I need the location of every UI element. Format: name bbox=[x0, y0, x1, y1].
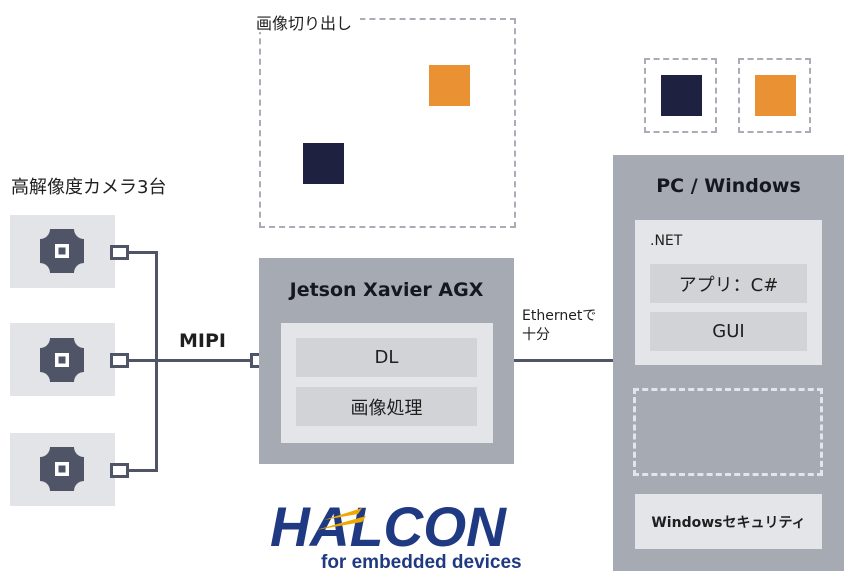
crop-label: 画像切り出し bbox=[256, 14, 353, 33]
wire-mipi bbox=[155, 359, 253, 362]
camera-icon bbox=[40, 229, 84, 273]
halcon-subtitle: for embedded devices bbox=[321, 552, 522, 573]
cameras-title: 高解像度カメラ3台 bbox=[11, 177, 167, 198]
halcon-logo: HALCON bbox=[270, 500, 508, 552]
ethernet-label-line1: Ethernetで bbox=[522, 308, 597, 324]
crop-orange-patch bbox=[429, 65, 470, 106]
camera-port bbox=[110, 353, 129, 368]
output-orange-patch bbox=[755, 75, 796, 116]
ethernet-label: Ethernetで 十分 bbox=[522, 307, 596, 345]
output-patch-frame-orange bbox=[738, 58, 811, 133]
camera-port bbox=[110, 245, 129, 260]
crop-navy-patch bbox=[303, 143, 344, 184]
output-patch-frame-navy bbox=[644, 58, 717, 133]
dotnet-label: .NET bbox=[650, 233, 683, 249]
windows-security-box: Windowsセキュリティ bbox=[635, 494, 822, 549]
pc-item-gui: GUI bbox=[650, 312, 807, 351]
wire-cam1 bbox=[128, 251, 158, 254]
jetson-item-dl: DL bbox=[296, 338, 477, 377]
jetson-title: Jetson Xavier AGX bbox=[289, 279, 484, 301]
camera-icon bbox=[40, 338, 84, 382]
pc-title: PC / Windows bbox=[656, 175, 801, 197]
output-navy-patch bbox=[661, 75, 702, 116]
wire-cam3 bbox=[128, 469, 158, 472]
svg-text:HALCON: HALCON bbox=[270, 500, 508, 552]
pc-empty-slot bbox=[633, 388, 823, 476]
pc-item-app: アプリ：C# bbox=[650, 264, 807, 303]
camera-port bbox=[110, 463, 129, 478]
crop-label-bg bbox=[252, 8, 360, 32]
crop-region-frame bbox=[259, 18, 516, 228]
jetson-item-image-processing: 画像処理 bbox=[296, 387, 477, 426]
mipi-label: MIPI bbox=[179, 330, 226, 352]
wire-cam2 bbox=[128, 359, 158, 362]
wire-ethernet bbox=[514, 359, 614, 362]
ethernet-label-line2: 十分 bbox=[522, 327, 550, 343]
camera-icon bbox=[40, 447, 84, 491]
